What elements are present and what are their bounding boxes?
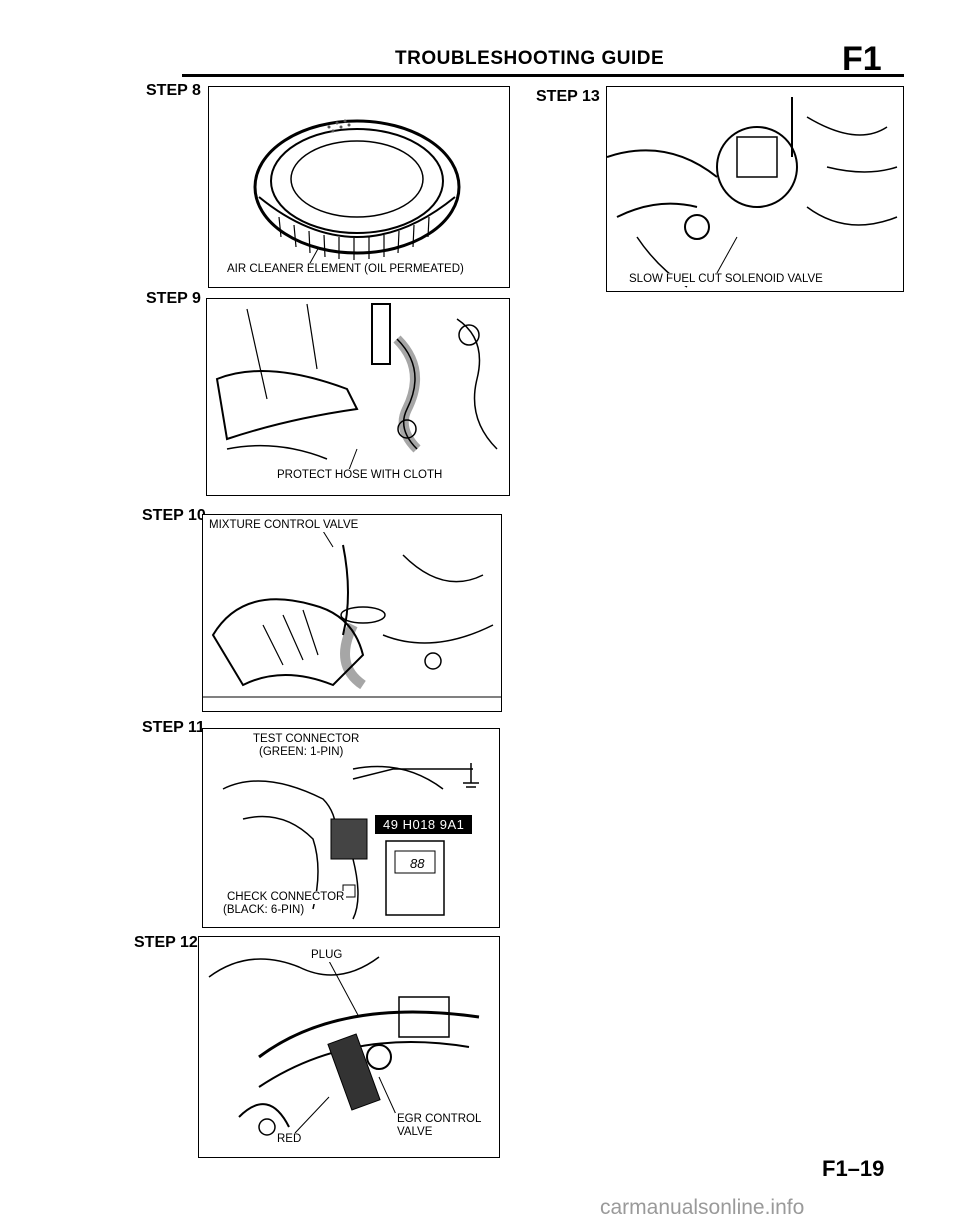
solenoid-valve-callout: SLOW FUEL CUT SOLENOID VALVE: [627, 273, 825, 286]
check-connector-color-callout: (BLACK: 6-PIN): [221, 904, 307, 917]
step-12-figure: PLUG EGR CONTROL VALVE RED: [198, 936, 500, 1158]
mixture-valve-callout: MIXTURE CONTROL VALVE: [207, 519, 361, 532]
air-cleaner-illustration: [253, 119, 461, 266]
watermark: carmanualsonline.info: [600, 1196, 805, 1219]
protect-hose-callout: PROTECT HOSE WITH CLOTH: [275, 469, 445, 482]
solenoid-valve-illustration: [607, 97, 898, 288]
hose-clamp-illustration: [215, 303, 498, 476]
air-cleaner-callout: AIR CLEANER ELEMENT (OIL PERMEATED): [225, 263, 466, 276]
step-8-label: STEP 8: [146, 82, 201, 99]
step-13-figure: SLOW FUEL CUT SOLENOID VALVE: [606, 86, 904, 292]
step-9-figure: PROTECT HOSE WITH CLOTH: [206, 298, 510, 496]
step-13-label: STEP 13: [536, 88, 600, 105]
step-12-label: STEP 12: [134, 934, 198, 951]
section-code: F1: [842, 40, 882, 78]
page-number: F1–19: [822, 1156, 885, 1181]
step-11-figure: TEST CONNECTOR (GREEN: 1-PIN) 49 H018 9A…: [202, 728, 500, 928]
egr-valve-illustration: [208, 956, 480, 1136]
step-11-label: STEP 11: [142, 719, 205, 736]
step-10-figure: MIXTURE CONTROL VALVE: [202, 514, 502, 712]
plug-callout: PLUG: [309, 949, 345, 962]
header-rule: [182, 74, 904, 77]
mixture-valve-illustration: [203, 530, 501, 698]
step-9-label: STEP 9: [146, 290, 201, 307]
test-connector-color-callout: (GREEN: 1-PIN): [257, 746, 346, 759]
step-8-figure: AIR CLEANER ELEMENT (OIL PERMEATED): [208, 86, 510, 288]
red-wire-callout: RED: [275, 1133, 304, 1146]
check-connector-callout: CHECK CONNECTOR: [225, 891, 347, 904]
egr-valve-callout-line2: VALVE: [395, 1126, 435, 1139]
egr-valve-callout: EGR CONTROL: [395, 1113, 484, 1126]
connector-check-illustration: [222, 763, 479, 920]
page-title: TROUBLESHOOTING GUIDE: [395, 48, 665, 69]
step-10-label: STEP 10: [142, 507, 206, 524]
sst-tool-number: 49 H018 9A1: [375, 815, 473, 834]
test-connector-callout: TEST CONNECTOR: [251, 733, 362, 746]
checker-display-reading: 88: [410, 856, 425, 871]
